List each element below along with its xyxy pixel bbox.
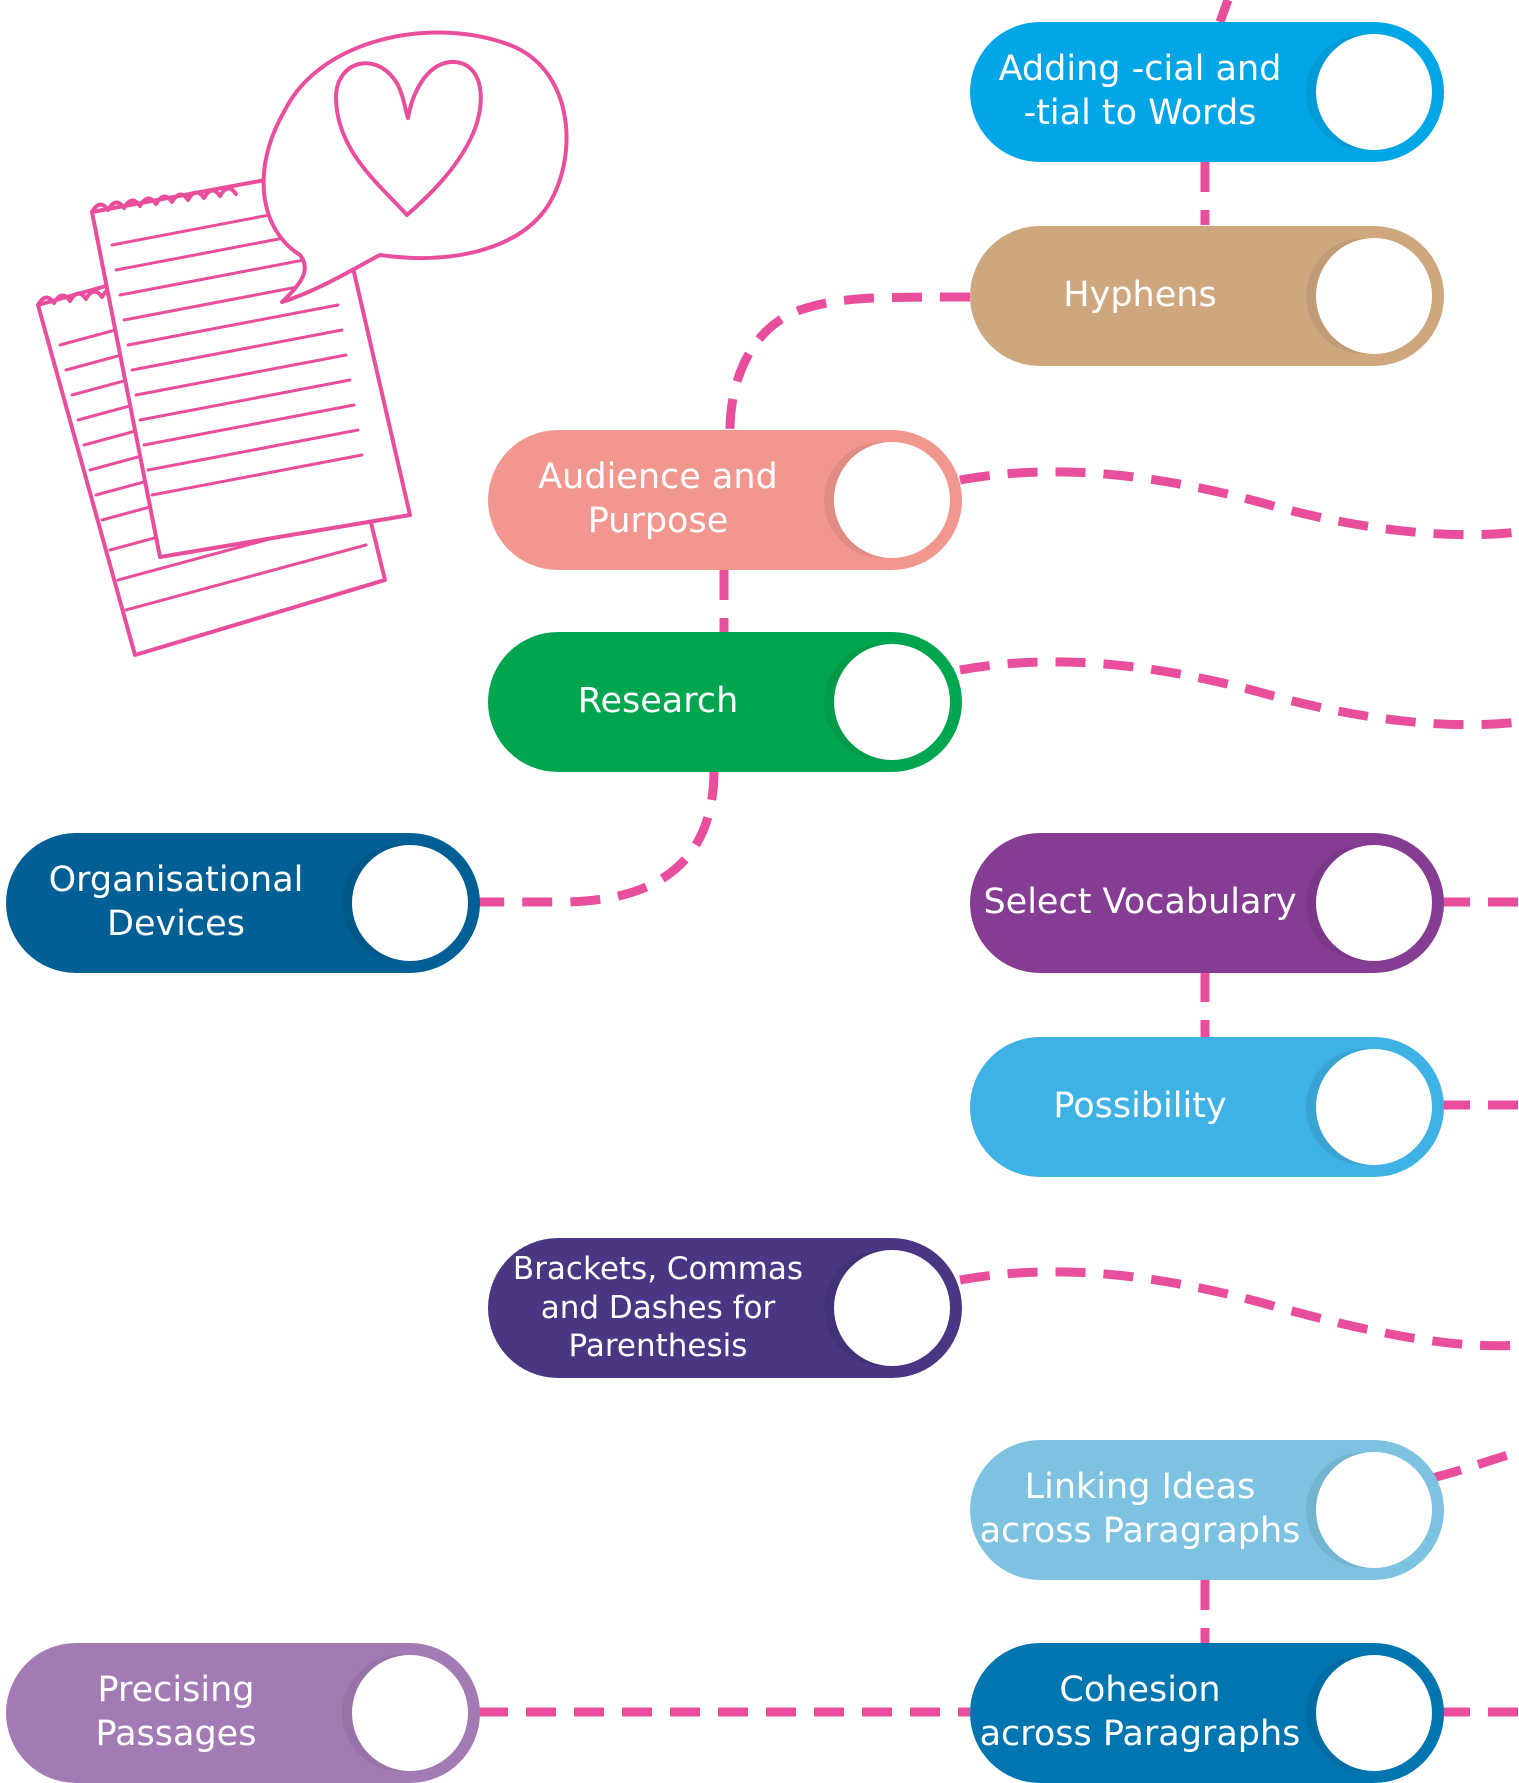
- node-label-hyphens: Hyphens: [1063, 275, 1217, 316]
- node-label-audience-purpose: Audience and Purpose: [538, 457, 778, 541]
- node-circle-precising-passages: [352, 1655, 468, 1771]
- node-circle-cial-tial: [1316, 34, 1432, 150]
- node-cial-tial: Adding -cial and -tial to Words: [970, 22, 1444, 162]
- connector-linking-offscreen: [1430, 1447, 1519, 1483]
- connector-research-to-organisational: [478, 769, 719, 907]
- node-label-linking-ideas: Linking Ideas across Paragraphs: [979, 1467, 1301, 1551]
- connector-brackets-offscreen: [959, 1267, 1519, 1351]
- node-circle-linking-ideas: [1316, 1452, 1432, 1568]
- node-label-research: Research: [577, 681, 739, 722]
- node-label-possibility: Possibility: [1053, 1086, 1227, 1127]
- notes-with-heart-speech-bubble-icon: [36, 30, 569, 657]
- node-circle-possibility: [1316, 1049, 1432, 1165]
- node-organisational-devices: Organisational Devices: [6, 833, 480, 973]
- node-circle-audience-purpose: [834, 442, 950, 558]
- node-label-cial-tial: Adding -cial and -tial to Words: [998, 49, 1282, 133]
- node-linking-ideas: Linking Ideas across Paragraphs: [970, 1440, 1444, 1580]
- node-label-cohesion: Cohesion across Paragraphs: [979, 1670, 1301, 1754]
- node-label-brackets-commas-dashes: Brackets, Commas and Dashes for Parenthe…: [512, 1250, 804, 1365]
- node-audience-purpose: Audience and Purpose: [488, 430, 962, 570]
- node-circle-select-vocabulary: [1316, 845, 1432, 961]
- node-brackets-commas-dashes: Brackets, Commas and Dashes for Parenthe…: [488, 1238, 962, 1378]
- node-label-organisational-devices: Organisational Devices: [48, 860, 304, 944]
- node-precising-passages: Precising Passages: [6, 1643, 480, 1783]
- node-circle-organisational-devices: [352, 845, 468, 961]
- node-research: Research: [488, 632, 962, 772]
- connector-audience-offscreen: [959, 467, 1519, 540]
- connector-hyphens-to-audience: [725, 292, 971, 431]
- node-circle-cohesion: [1316, 1655, 1432, 1771]
- node-circle-research: [834, 644, 950, 760]
- node-label-precising-passages: Precising Passages: [95, 1670, 257, 1754]
- connector-lines: [478, 0, 1519, 1717]
- node-select-vocabulary: Select Vocabulary: [970, 833, 1444, 973]
- node-hyphens: Hyphens: [970, 226, 1444, 366]
- node-circle-brackets-commas-dashes: [834, 1250, 950, 1366]
- node-cohesion: Cohesion across Paragraphs: [970, 1643, 1444, 1783]
- node-possibility: Possibility: [970, 1037, 1444, 1177]
- node-label-select-vocabulary: Select Vocabulary: [983, 882, 1297, 923]
- connector-top-to-cial: [1215, 0, 1233, 24]
- node-circle-hyphens: [1316, 238, 1432, 354]
- connector-research-offscreen: [959, 657, 1519, 730]
